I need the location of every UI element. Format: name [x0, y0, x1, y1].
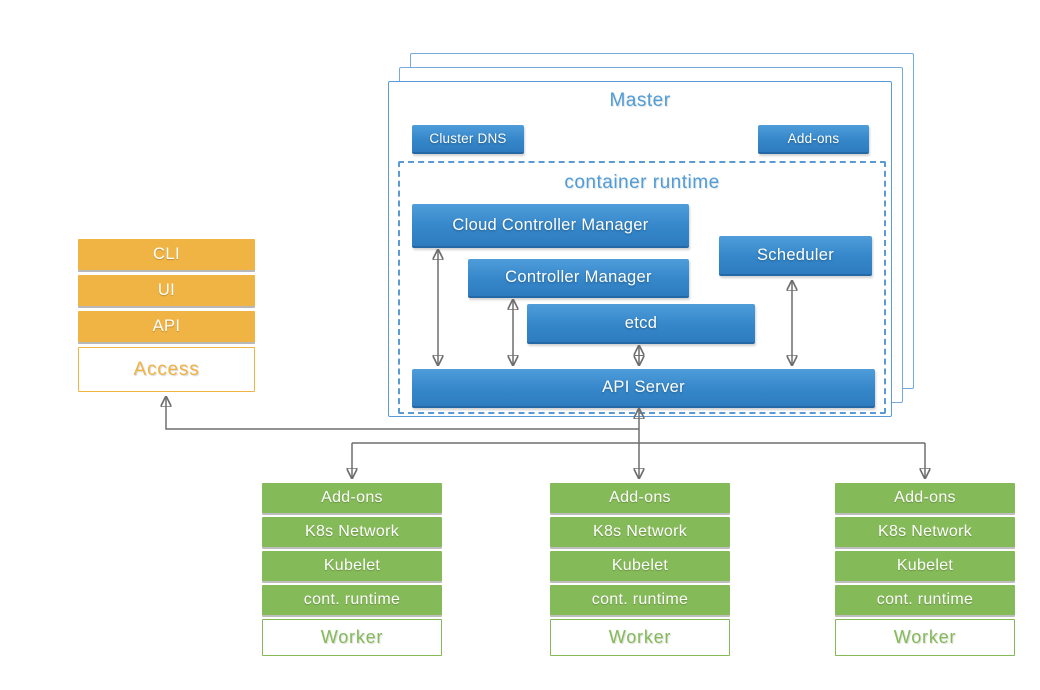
access-label: Access [78, 347, 255, 392]
container-runtime-box: container runtime Cloud Controller Manag… [398, 161, 886, 414]
access-layer-api: API [78, 311, 255, 342]
worker-label: Worker [262, 619, 442, 656]
worker-layer-k8s-network: K8s Network [262, 517, 442, 547]
worker-layer-addons: Add-ons [262, 483, 442, 513]
worker-layer-cont-runtime: cont. runtime [550, 585, 730, 615]
access-layer-ui: UI [78, 275, 255, 306]
worker-layer-addons: Add-ons [550, 483, 730, 513]
worker-layer-k8s-network: K8s Network [835, 517, 1015, 547]
worker-stack-2: Add-ons K8s Network Kubelet cont. runtim… [550, 483, 730, 656]
access-layer-cli: CLI [78, 239, 255, 270]
master-title: Master [609, 90, 671, 111]
container-runtime-title: container runtime [564, 172, 720, 193]
access-stack: CLI UI API Access [78, 239, 255, 392]
worker-layer-kubelet: Kubelet [550, 551, 730, 581]
worker-label: Worker [550, 619, 730, 656]
controller-manager-box: Controller Manager [468, 259, 689, 298]
master-box: Master Cluster DNS Add-ons container run… [388, 81, 892, 417]
api-server-box: API Server [412, 369, 875, 408]
worker-layer-cont-runtime: cont. runtime [835, 585, 1015, 615]
worker-layer-kubelet: Kubelet [835, 551, 1015, 581]
worker-layer-kubelet: Kubelet [262, 551, 442, 581]
master-addons-box: Add-ons [758, 125, 869, 154]
worker-label: Worker [835, 619, 1015, 656]
cluster-dns-box: Cluster DNS [412, 125, 524, 154]
etcd-box: etcd [527, 304, 755, 344]
worker-layer-addons: Add-ons [835, 483, 1015, 513]
scheduler-box: Scheduler [719, 236, 872, 276]
worker-layer-cont-runtime: cont. runtime [262, 585, 442, 615]
worker-stack-3: Add-ons K8s Network Kubelet cont. runtim… [835, 483, 1015, 656]
cloud-controller-manager-box: Cloud Controller Manager [412, 204, 689, 248]
worker-stack-1: Add-ons K8s Network Kubelet cont. runtim… [262, 483, 442, 656]
worker-layer-k8s-network: K8s Network [550, 517, 730, 547]
